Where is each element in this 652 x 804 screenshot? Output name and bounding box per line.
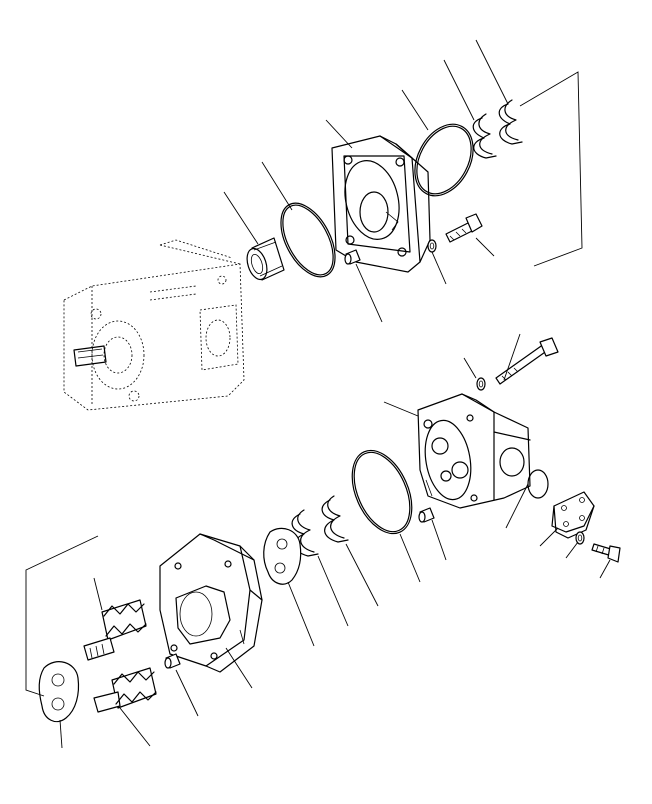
dowel-pin-lower	[164, 653, 181, 669]
seal-clip-upper-2	[498, 99, 523, 145]
seal-clip-upper-1	[472, 113, 497, 159]
mounting-bolt-upper	[445, 213, 483, 243]
washer-long-bolt	[476, 377, 486, 391]
dowel-pin-middle	[418, 507, 435, 523]
wear-plate-upper	[263, 527, 302, 585]
o-ring-middle	[351, 449, 413, 535]
port-cover-plate	[551, 491, 595, 539]
washer-upper	[427, 239, 437, 253]
long-through-bolt	[495, 337, 559, 385]
o-ring-rear	[414, 123, 474, 197]
plug-disc	[527, 469, 549, 499]
wear-plate-lower	[38, 661, 80, 723]
cover-bolt	[591, 543, 621, 563]
front-cover-plate	[331, 135, 431, 273]
seal-clip-lower-2	[321, 495, 349, 543]
dowel-pin-upper	[344, 249, 361, 265]
rear-housing	[417, 393, 531, 509]
gear-body	[159, 533, 263, 673]
washer-cover	[575, 531, 585, 545]
driven-gear-shaft	[93, 667, 157, 713]
pump-assembly-reference	[63, 239, 245, 411]
bearing-bushing	[246, 237, 285, 281]
drive-gear-shaft	[83, 599, 147, 661]
leader-lines	[25, 39, 611, 749]
